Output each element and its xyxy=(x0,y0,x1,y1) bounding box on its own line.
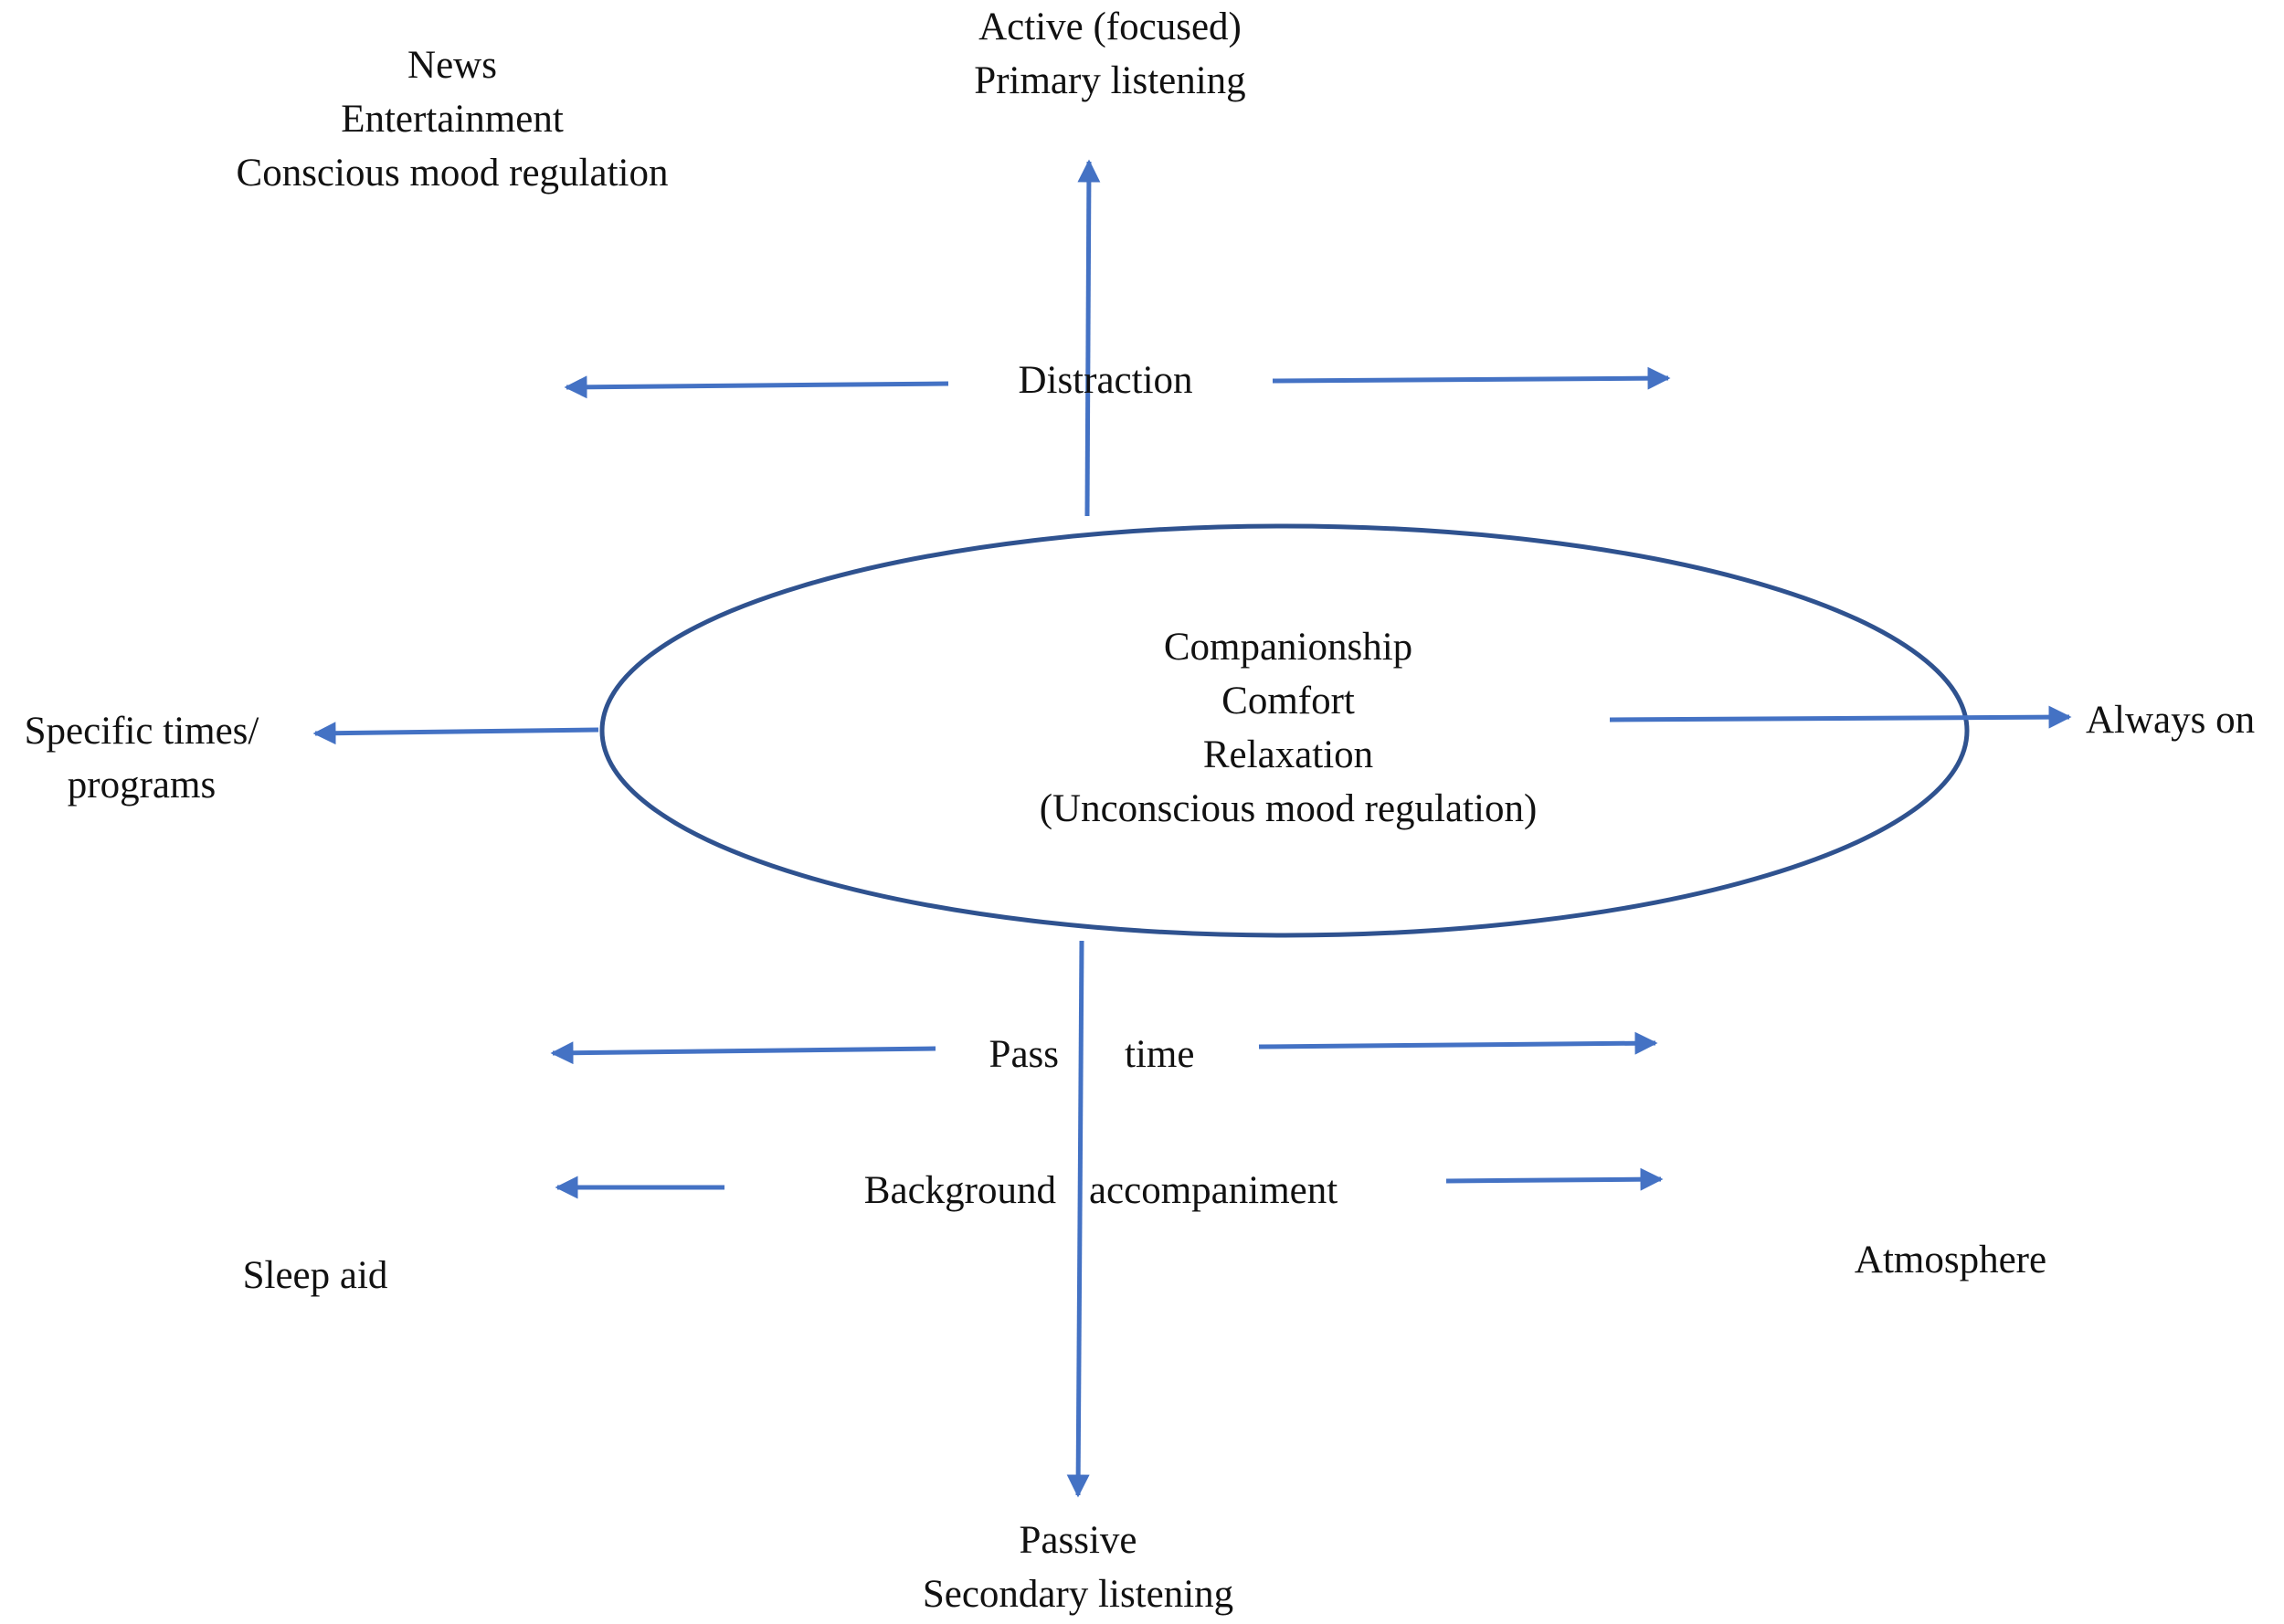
arrow-right-always-on xyxy=(1609,705,2072,729)
label-entertainment: Entertainment xyxy=(341,98,564,141)
label-center-ellipse: Companionship Comfort Relaxation (Uncons… xyxy=(923,620,1654,836)
label-active-primary: Active (focused) Primary listening xyxy=(914,0,1306,108)
label-news-entertainment: News Entertainment Conscious mood regula… xyxy=(155,38,749,200)
arrow-distraction-left xyxy=(564,375,949,399)
label-sleep-aid: Sleep aid xyxy=(242,1254,388,1297)
label-background-accompaniment: Background accompaniment xyxy=(804,1164,1398,1218)
label-conscious-mood: Conscious mood regulation xyxy=(236,152,669,195)
label-background: Background xyxy=(863,1169,1056,1212)
label-time: time xyxy=(1125,1033,1195,1076)
label-passive: Passive xyxy=(1019,1519,1137,1562)
label-active-line1: Active (focused) xyxy=(978,5,1242,48)
label-unconscious-mood: (Unconscious mood regulation) xyxy=(1039,787,1538,830)
arrow-distraction-right xyxy=(1272,366,1671,390)
label-atmosphere: Atmosphere xyxy=(1854,1239,2047,1281)
label-always-on: Always on xyxy=(2086,699,2256,742)
label-companionship: Companionship xyxy=(1163,626,1413,669)
label-relaxation: Relaxation xyxy=(1202,733,1374,776)
label-pass: Pass xyxy=(989,1033,1060,1076)
arrow-pass-time-left xyxy=(550,1041,936,1065)
arrow-left-specific-times xyxy=(312,722,599,745)
label-accompaniment: accompaniment xyxy=(1088,1169,1338,1212)
arrow-background-right xyxy=(1445,1167,1664,1191)
label-secondary-listening: Secondary listening xyxy=(922,1573,1234,1616)
label-specific-times-line2: programs xyxy=(67,764,217,807)
label-active-line2: Primary listening xyxy=(974,59,1246,102)
arrow-pass-time-right xyxy=(1258,1031,1658,1055)
arrow-down-passive xyxy=(1066,940,1090,1498)
label-comfort: Comfort xyxy=(1221,680,1355,722)
label-pass-time: Pass time xyxy=(941,1028,1242,1081)
label-passive-secondary: Passive Secondary listening xyxy=(859,1513,1297,1621)
arrow-up-active xyxy=(1077,159,1101,517)
label-specific-times: Specific times/ programs xyxy=(0,704,283,812)
label-specific-times-line1: Specific times/ xyxy=(24,710,259,753)
central-ellipse xyxy=(599,523,1970,938)
label-distraction: Distraction xyxy=(1018,359,1193,402)
label-news: News xyxy=(407,44,497,87)
